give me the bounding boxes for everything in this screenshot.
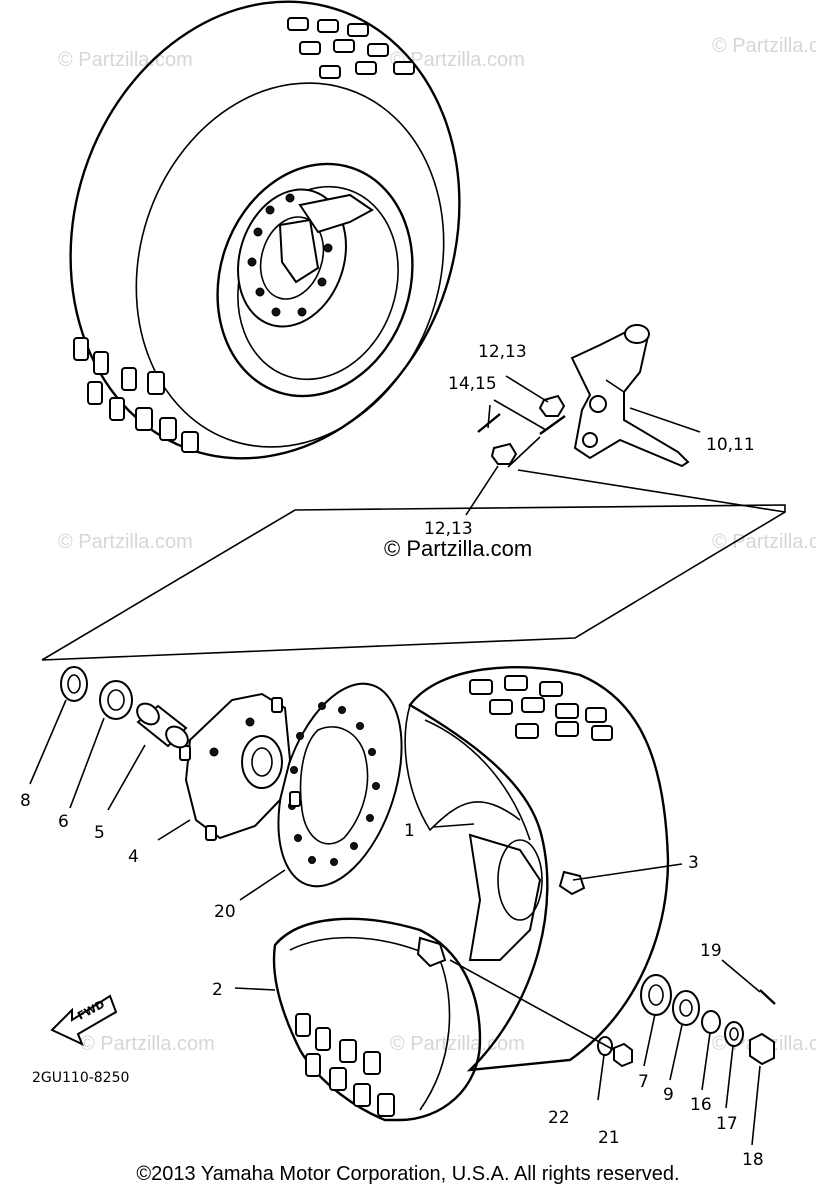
callout-21: 21 [598, 1128, 620, 1148]
callouts: 1 2 3 4 5 6 7 8 9 10,11 12,13 12,13 14,1… [20, 342, 764, 1170]
callout-4: 4 [128, 847, 139, 867]
callout-17: 17 [716, 1114, 738, 1134]
callout-5: 5 [94, 823, 105, 843]
watermarks: © Partzilla.com © Partzilla.com © Partzi… [58, 35, 816, 1055]
watermark: © Partzilla.com [712, 531, 816, 553]
callout-6: 6 [58, 812, 69, 832]
callout-1: 1 [404, 821, 415, 841]
callout-22: 22 [548, 1108, 570, 1128]
copyright-notice: ©2013 Yamaha Motor Corporation, U.S.A. A… [136, 1163, 680, 1185]
callout-18: 18 [742, 1150, 764, 1170]
callout-20: 20 [214, 902, 236, 922]
outer-tire-half [404, 666, 670, 1072]
assembled-wheel [69, 0, 461, 460]
callout-2: 2 [212, 980, 223, 1000]
callout-12-13-top: 12,13 [478, 342, 527, 362]
callout-19: 19 [700, 941, 722, 961]
brake-disc [277, 682, 403, 888]
callout-10-11: 10,11 [706, 435, 755, 455]
callout-16: 16 [690, 1095, 712, 1115]
diagram-code: 2GU110-8250 [32, 1070, 129, 1086]
steering-knuckle [570, 324, 690, 468]
watermark: © Partzilla.com [712, 35, 816, 57]
callout-3: 3 [688, 853, 699, 873]
callout-7: 7 [638, 1072, 649, 1092]
watermark: © Partzilla.com [58, 531, 193, 553]
leader-lines [29, 375, 761, 1146]
watermark: © Partzilla.com [390, 1033, 525, 1055]
callout-8: 8 [20, 791, 31, 811]
center-watermark: © Partzilla.com [384, 536, 532, 561]
callout-9: 9 [663, 1085, 674, 1105]
watermark: © Partzilla.com [80, 1033, 215, 1055]
castle-nuts [490, 394, 566, 465]
callout-12-13-bottom: 12,13 [424, 519, 473, 539]
watermark: © Partzilla.com [58, 49, 193, 71]
collar [136, 702, 189, 749]
assembly-reference-lines [41, 436, 786, 661]
callout-14-15: 14,15 [448, 374, 497, 394]
watermark: © Partzilla.com [390, 49, 525, 71]
wheel-hub [179, 692, 301, 841]
oil-seal [60, 666, 88, 702]
axle-parts [597, 974, 776, 1068]
inner-tire-half [272, 917, 482, 1122]
bearing [99, 680, 133, 720]
